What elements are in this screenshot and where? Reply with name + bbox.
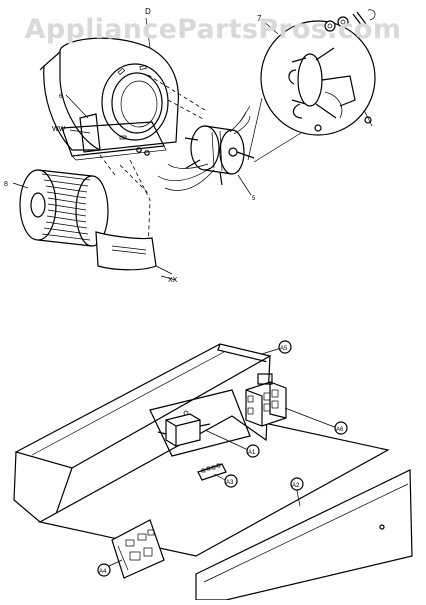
transformer bbox=[157, 410, 211, 447]
label-5: 5 bbox=[252, 196, 256, 202]
callout-labels: D 7 6 WW 8 5 XX A5 A6 A1 A3 A2 A4 bbox=[4, 7, 348, 577]
label-xx: XX bbox=[168, 277, 178, 284]
callout-circle-a6 bbox=[334, 421, 348, 435]
label-a6: A6 bbox=[336, 427, 344, 433]
label-ww: WW bbox=[52, 126, 66, 133]
label-a1: A1 bbox=[248, 450, 256, 456]
access-panel bbox=[195, 469, 413, 601]
label-a3: A3 bbox=[226, 480, 234, 486]
contactor bbox=[245, 373, 287, 427]
callout-circle-a4 bbox=[97, 563, 111, 577]
terminal-strip bbox=[197, 463, 227, 481]
cutoff-plate bbox=[95, 231, 173, 275]
blower-wheel bbox=[19, 169, 109, 247]
alignment-lines bbox=[99, 74, 206, 251]
control-board bbox=[111, 519, 165, 579]
callout-circle-a5 bbox=[278, 340, 292, 354]
watermark: AppliancePartsPros.com bbox=[24, 14, 402, 45]
label-8: 8 bbox=[4, 181, 8, 188]
label-6: 6 bbox=[59, 94, 63, 100]
label-d: D bbox=[145, 7, 151, 16]
blower-motor bbox=[157, 105, 255, 191]
label-a2: A2 bbox=[292, 483, 300, 489]
callout-circle-a2 bbox=[290, 477, 304, 491]
label-a5: A5 bbox=[280, 346, 288, 352]
callout-circle-a3 bbox=[224, 474, 238, 488]
blower-housing bbox=[39, 37, 179, 161]
callout-circle-a1 bbox=[246, 444, 260, 458]
detail-inset bbox=[247, 9, 376, 163]
label-a4: A4 bbox=[99, 569, 107, 575]
label-7: 7 bbox=[257, 14, 262, 23]
